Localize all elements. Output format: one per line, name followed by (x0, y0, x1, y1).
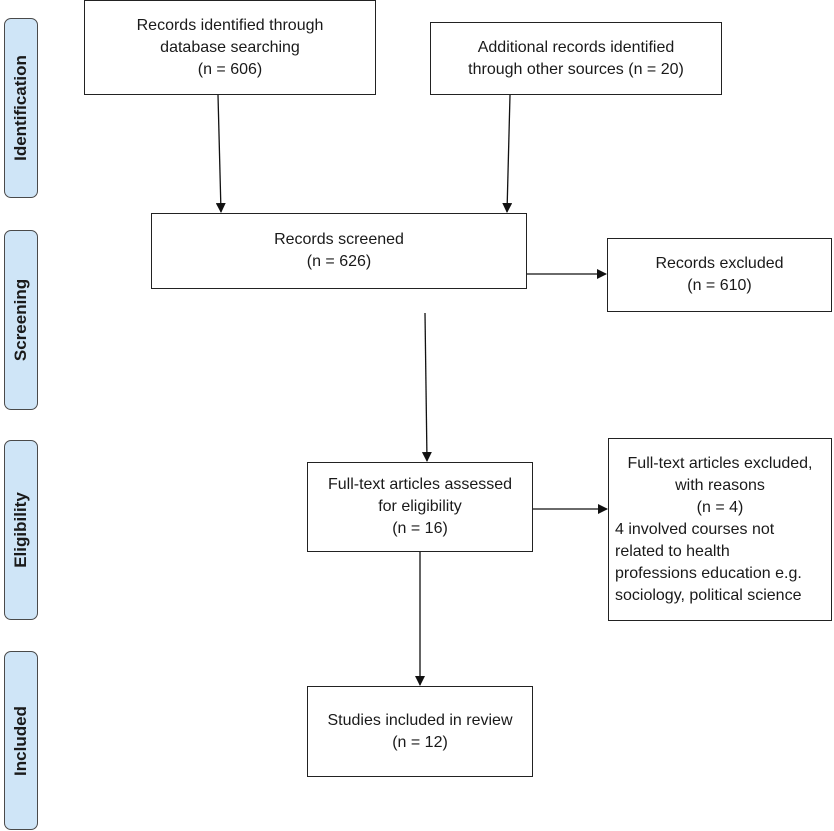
full-text-excluded-box: Full-text articles excluded, with reason… (608, 438, 832, 621)
database-search-line2: database searching (160, 38, 300, 56)
other-sources-box: Additional records identified through ot… (430, 22, 722, 95)
full-text-excluded-line2: with reasons (675, 476, 765, 494)
records-screened-line1: Records screened (274, 231, 404, 248)
stage-included: Included (4, 651, 38, 830)
records-excluded-line1: Records excluded (655, 255, 784, 272)
full-text-excluded-line3: (n = 4) (696, 498, 744, 516)
records-screened-line2: (n = 626) (306, 253, 372, 270)
stage-identification: Identification (4, 18, 38, 198)
stage-screening: Screening (4, 230, 38, 410)
other-sources-line2: through other sources (n = 20) (468, 60, 684, 78)
full-text-excluded-line7: sociology, political science (615, 586, 802, 604)
database-search-line1: Records identified through (136, 16, 324, 34)
full-text-excluded-line4: 4 involved courses not (615, 520, 775, 538)
studies-included-line2: (n = 12) (392, 733, 448, 751)
stage-eligibility: Eligibility (4, 440, 38, 620)
database-search-box: Records identified through database sear… (84, 0, 376, 95)
full-text-assessed-line1: Full-text articles assessed (327, 476, 513, 493)
records-excluded-box: Records excluded (n = 610) (607, 238, 832, 312)
full-text-excluded-line1: Full-text articles excluded, (627, 454, 813, 472)
records-excluded-line2: (n = 610) (687, 277, 752, 294)
records-screened-box: Records screened (n = 626) (151, 213, 527, 289)
arrow-other-to-screened (502, 94, 513, 213)
arrow-database-to-screened (215, 94, 226, 213)
other-sources-line1: Additional records identified (477, 38, 675, 56)
full-text-assessed-box: Full-text articles assessed for eligibil… (307, 462, 533, 552)
full-text-assessed-line2: for eligibility (378, 498, 462, 515)
studies-included-line1: Studies included in review (327, 711, 513, 729)
full-text-excluded-line6: professions education e.g. (615, 564, 802, 582)
database-search-line3: (n = 606) (197, 60, 263, 78)
full-text-assessed-line3: (n = 16) (392, 520, 448, 537)
arrow-screened-to-fulltext (421, 312, 432, 462)
studies-included-box: Studies included in review (n = 12) (307, 686, 533, 777)
full-text-excluded-line5: related to health (615, 542, 730, 560)
